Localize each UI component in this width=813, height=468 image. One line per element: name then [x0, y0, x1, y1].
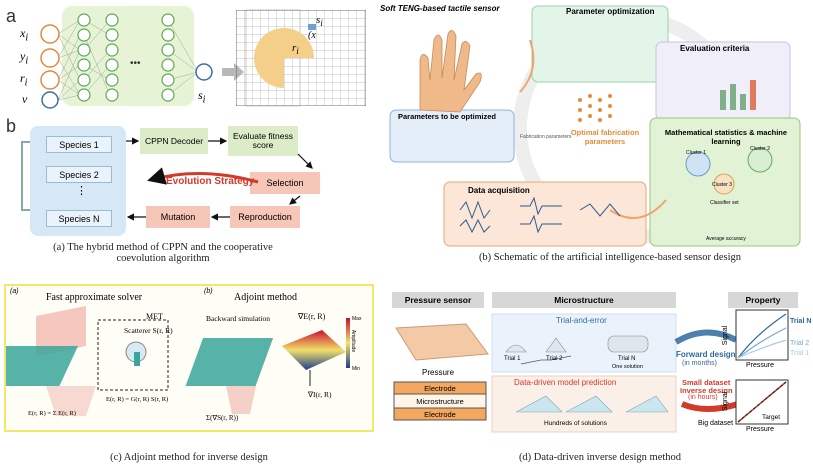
backward-sim: Backward simulation [206, 314, 270, 323]
avg-accuracy: Average accuracy [706, 236, 746, 242]
param-opt: Parameter optimization [566, 7, 655, 16]
params-optimized: Parameters to be optimized [398, 112, 496, 121]
sub-a-label: (a) [10, 288, 19, 295]
species-1: Species 1 [46, 136, 112, 153]
evolution-arrows [21, 137, 313, 221]
grad-i: ∇I(r, R) [308, 390, 332, 399]
signal-label-bottom: Signal [722, 391, 730, 412]
ddmp-label: Data-driven model prediction [514, 378, 617, 387]
design-grid: si (x ri [235, 9, 367, 107]
adjoint-title: Adjoint method [234, 292, 298, 303]
evaluate-fitness: Evaluate fitness score [228, 126, 298, 156]
colorbar-max: Max [352, 316, 362, 322]
pressure-label: Pressure [422, 368, 455, 377]
panel-c: (a) Fast approximate solver (b) Adjoint … [0, 284, 374, 432]
trial-n: Trial N [618, 356, 636, 362]
adjoint-illustrations [0, 306, 350, 416]
sensor-title: Soft TENG-based tactile sensor [380, 4, 500, 13]
selection: Selection [250, 172, 320, 194]
grid-label-coord: (x [308, 30, 316, 41]
forward-label: Forward design [676, 350, 736, 359]
layer-electrode-bottom: Electrode [424, 409, 456, 419]
grid-label-r: ri [292, 42, 299, 57]
cluster-3: Cluster 3 [712, 182, 733, 188]
eq1: E(r, R) = Σ E(r, R) [28, 410, 76, 417]
species-2: Species 2 [46, 166, 112, 183]
optimal-params: Optimal fabrication parameters [570, 128, 640, 146]
grid-label-s: si [316, 14, 323, 29]
caption-a: (a) The hybrid method of CPPN and the co… [53, 242, 273, 264]
panel-letter-a: a [6, 6, 17, 26]
ml-label: Mathematical statistics & machine learni… [664, 128, 788, 146]
inverse-label: Inverse design [680, 386, 733, 395]
pressure-axis-top: Pressure [746, 362, 775, 369]
microstructure-header: Microstructure [492, 292, 676, 308]
trial-1: Trial 1 [504, 356, 521, 362]
evolution-strategy: Evolution Strategy [166, 176, 255, 187]
species-n: Species N [46, 210, 112, 227]
caption-c: (c) Adjoint method for inverse design [110, 452, 268, 463]
input-label-v: v [22, 92, 28, 106]
eval-criteria: Evaluation criteria [680, 44, 750, 53]
inverse-sub: (in hours) [688, 394, 718, 401]
trial-2-legend: Trial 2 [790, 340, 810, 347]
small-dataset: Small dataset [682, 378, 731, 387]
layer-electrode-top: Electrode [424, 383, 456, 393]
scatterer-label: Scatterer S(r, R) [124, 326, 173, 335]
trial-n-legend: Trial N [790, 318, 812, 325]
hidden-ellipsis: ••• [130, 58, 141, 69]
target-legend: Target [762, 414, 781, 421]
caption-b: (b) Schematic of the artificial intellig… [478, 252, 742, 263]
forward-sub: (in months) [682, 360, 718, 367]
input-label-x: xi [20, 26, 29, 44]
property-header: Property [728, 292, 798, 308]
big-dataset: Big dataset [698, 420, 734, 427]
fab-params: Fabrication parameters [520, 134, 572, 140]
cppn-decoder: CPPN Decoder [140, 128, 208, 154]
data-acq: Data acquisition [468, 186, 530, 195]
colorbar-amp: Amplitude [350, 329, 357, 353]
output-label: si [198, 88, 206, 106]
mutation: Mutation [146, 206, 210, 228]
sensor-schematic: Soft TENG-based tactile sensor Parameter… [380, 0, 810, 250]
sub-b-label: (b) [204, 288, 213, 295]
trial-1-legend: Trial 1 [790, 350, 810, 357]
met-label: MET [146, 312, 163, 321]
hundreds-label: Hundreds of solutions [544, 420, 607, 427]
signal-label-top: Signal [722, 325, 730, 346]
cluster-2: Cluster 2 [750, 146, 771, 152]
pressure-axis-bottom: Pressure [746, 426, 775, 433]
layer-microstructure: Microstructure [416, 396, 464, 406]
panel-d: Pressure sensor Microstructure Property [386, 284, 812, 434]
caption-d: (d) Data-driven inverse design method [518, 452, 682, 463]
panel-letter-b: b [6, 116, 17, 136]
one-solution: One solution [612, 364, 643, 370]
fast-solver: Fast approximate solver [46, 292, 143, 303]
colorbar-min: Min [352, 366, 361, 372]
input-label-r: ri [20, 71, 28, 89]
input-label-y: yi [20, 49, 29, 67]
cluster-1: Cluster 1 [686, 150, 707, 156]
sum-eq: Σ(∇S(r, R)) [206, 414, 239, 422]
trial-2: Trial 2 [546, 356, 563, 362]
classifier-set: Classifier set [710, 200, 739, 206]
grad-e: ∇E(r, R) [298, 312, 326, 321]
pressure-sensor-header: Pressure sensor [392, 292, 484, 308]
eq2: E(r, R) = G(r, R) S(r, R) [106, 396, 169, 403]
trial-error-label: Trial-and-error [556, 316, 607, 325]
reproduction: Reproduction [230, 206, 300, 228]
species-dots: ⋮ [76, 185, 87, 197]
